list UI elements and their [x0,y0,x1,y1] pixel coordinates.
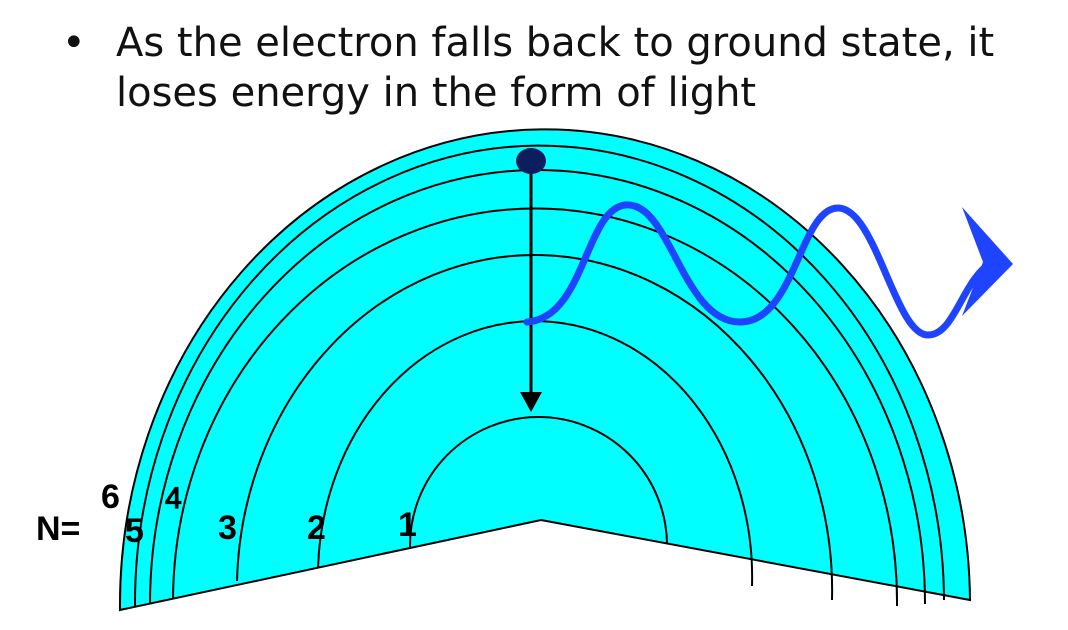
level-labels: N= 6 5 4 3 2 1 [36,478,417,550]
bullet-text-line-1: As the electron falls back to ground sta… [116,20,995,66]
shell-4 [172,207,899,607]
bullet-text: As the electron falls back to ground sta… [116,18,1046,118]
level-label-3: 3 [218,509,237,547]
electron-dot [516,148,546,174]
transition-arrow [520,163,542,412]
photon-wave-arrow [523,201,1013,339]
shell-3 [236,253,834,601]
shell-1 [408,416,668,548]
photon-arrowhead-icon [962,207,1013,316]
level-label-6: 6 [101,478,120,516]
level-label-5: 5 [125,512,144,550]
level-prefix-label: N= [36,510,80,548]
arrowhead-icon [520,392,542,412]
level-label-2: 2 [307,509,326,547]
atom-fill [118,128,972,612]
level-label-4: 4 [165,482,182,515]
bullet-icon: • [62,20,86,66]
shell-6 [133,144,945,607]
level-label-1: 1 [398,506,417,544]
bullet-text-line-2: loses energy in the form of light [116,70,757,116]
